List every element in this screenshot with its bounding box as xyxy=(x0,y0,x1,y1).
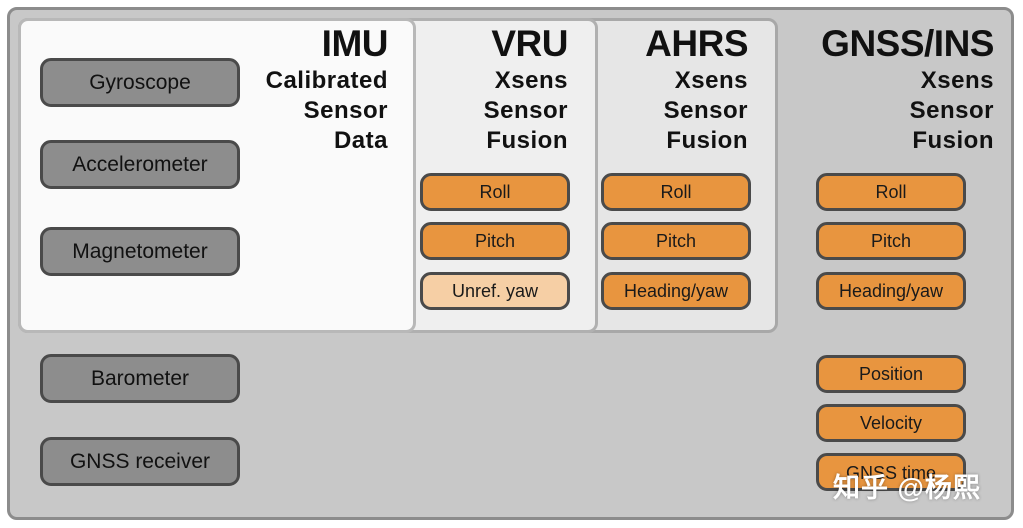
sensor-magnetometer: Magnetometer xyxy=(40,227,240,276)
sensor-accelerometer: Accelerometer xyxy=(40,140,240,189)
vru-subtitle: Xsens Sensor Fusion xyxy=(483,67,568,154)
gnss-output-velocity: Velocity xyxy=(816,404,966,442)
vru-output-roll: Roll xyxy=(420,173,570,211)
ahrs-subtitle: Xsens Sensor Fusion xyxy=(663,67,748,154)
gnss-output-heading: Heading/yaw xyxy=(816,272,966,310)
imu-subtitle: Calibrated Sensor Data xyxy=(265,67,388,154)
imu-title: IMU xyxy=(321,23,389,64)
ahrs-output-pitch: Pitch xyxy=(601,222,751,260)
gnss-output-position: Position xyxy=(816,355,966,393)
gnss-output-gnss-time: GNSS time xyxy=(816,453,966,491)
ahrs-output-heading: Heading/yaw xyxy=(601,272,751,310)
sensor-gnss-receiver: GNSS receiver xyxy=(40,437,240,486)
vru-title: VRU xyxy=(491,23,568,64)
vru-output-pitch: Pitch xyxy=(420,222,570,260)
gnss-ins-subtitle: Xsens Sensor Fusion xyxy=(909,67,994,154)
watermark: 知乎 @杨熙 xyxy=(833,473,981,503)
gnss-output-roll: Roll xyxy=(816,173,966,211)
gnss-output-pitch: Pitch xyxy=(816,222,966,260)
ahrs-output-roll: Roll xyxy=(601,173,751,211)
vru-output-unref-yaw: Unref. yaw xyxy=(420,272,570,310)
ahrs-title: AHRS xyxy=(645,23,748,64)
sensor-barometer: Barometer xyxy=(40,354,240,403)
sensor-gyroscope: Gyroscope xyxy=(40,58,240,107)
gnss-ins-title: GNSS/INS xyxy=(821,23,994,64)
